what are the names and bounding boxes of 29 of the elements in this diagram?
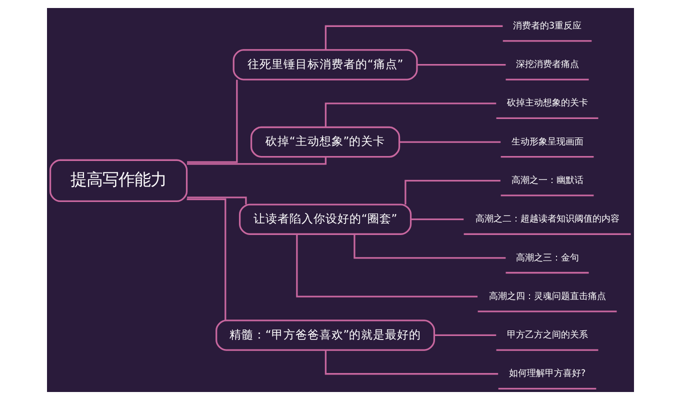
node-text: 高潮之二：超越读者知识阈值的内容 — [475, 214, 620, 225]
connector — [354, 234, 506, 259]
connector — [187, 80, 238, 163]
connector — [324, 350, 498, 375]
connector — [410, 218, 464, 220]
node-text: 砍掉主动想象的关卡 — [506, 98, 588, 109]
node-text: 高潮之四：灵魂问题直击痛点 — [488, 292, 606, 302]
node-box: 精髓：“甲方爸爸喜欢”的就是最好的 — [216, 320, 436, 351]
connector — [417, 64, 506, 66]
connector — [186, 198, 226, 320]
node-box: 提高写作能力 — [49, 159, 188, 202]
node-text: 如何理解甲方喜好? — [508, 369, 586, 380]
connector — [296, 234, 478, 298]
node-box: 砍掉“主动想象”的关卡 — [250, 126, 400, 158]
node-text: 消费者的3重反应 — [512, 21, 582, 32]
connector — [324, 25, 503, 50]
connector — [187, 196, 247, 204]
node-text: 高潮之三：金句 — [516, 253, 579, 264]
connector — [404, 180, 500, 204]
connector — [186, 157, 327, 165]
node-text: 生动形象呈现画面 — [511, 137, 584, 148]
connector — [324, 102, 496, 128]
node-text: 高潮之一：幽默话 — [511, 176, 584, 186]
connector — [400, 141, 501, 143]
connector — [434, 334, 496, 336]
node-text: 深挖消费者痛点 — [516, 60, 579, 70]
node-text: 甲方乙方之间的关系 — [506, 330, 588, 341]
node-box: 让读者陷入你设好的“圈套” — [238, 204, 412, 235]
node-box: 往死里锤目标消费者的“痛点” — [232, 49, 418, 80]
